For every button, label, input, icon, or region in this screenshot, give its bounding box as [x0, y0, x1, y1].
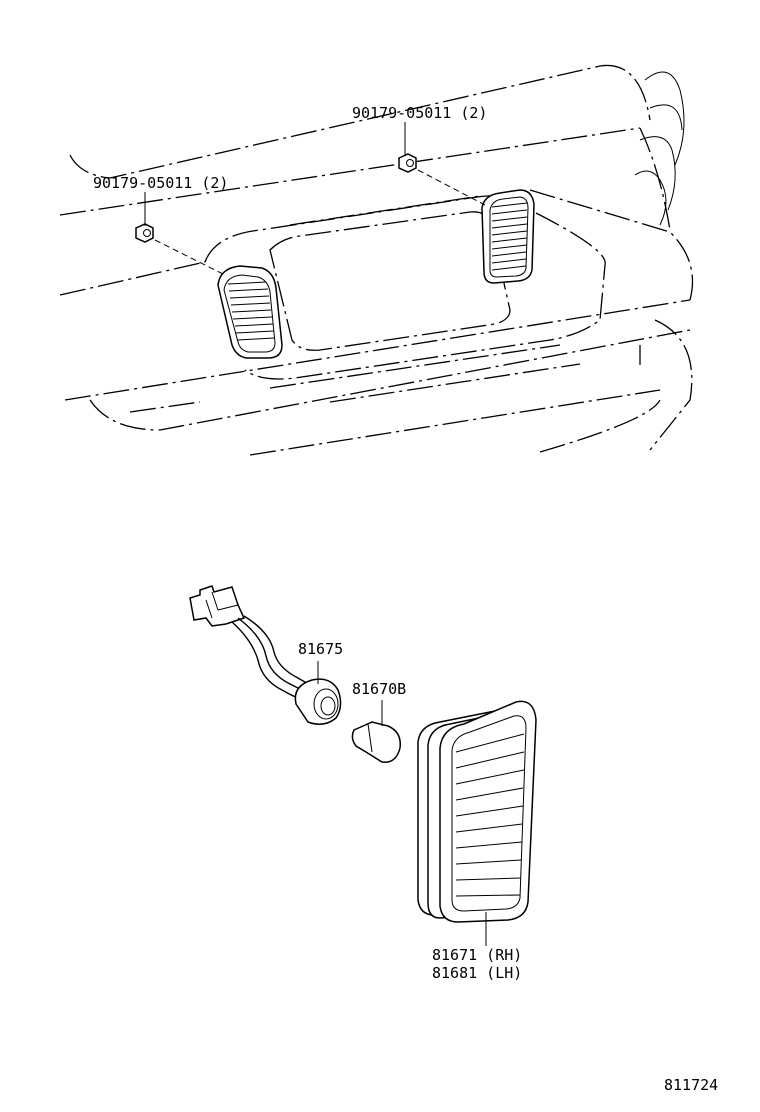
- label-nut-left: 90179-05011 (2): [93, 174, 228, 192]
- label-lamp-lh: 81681 (LH): [432, 964, 522, 982]
- installed-lamp-left: [217, 265, 283, 359]
- installed-lamp-right: [481, 189, 535, 284]
- side-reflector-lamp: [417, 700, 537, 946]
- label-socket: 81675: [298, 640, 343, 658]
- illustration-number: 811724: [664, 1076, 718, 1094]
- label-lamp-rh: 81671 (RH): [432, 946, 522, 964]
- nut-right: [398, 153, 417, 173]
- nut-leaders: [144, 122, 486, 276]
- bulb: [351, 700, 401, 763]
- label-bulb: 81670B: [352, 680, 406, 698]
- socket-and-wire: [189, 585, 342, 725]
- label-nut-right: 90179-05011 (2): [352, 104, 487, 122]
- vehicle-rear-outline: [59, 64, 694, 456]
- nut-left: [135, 223, 154, 243]
